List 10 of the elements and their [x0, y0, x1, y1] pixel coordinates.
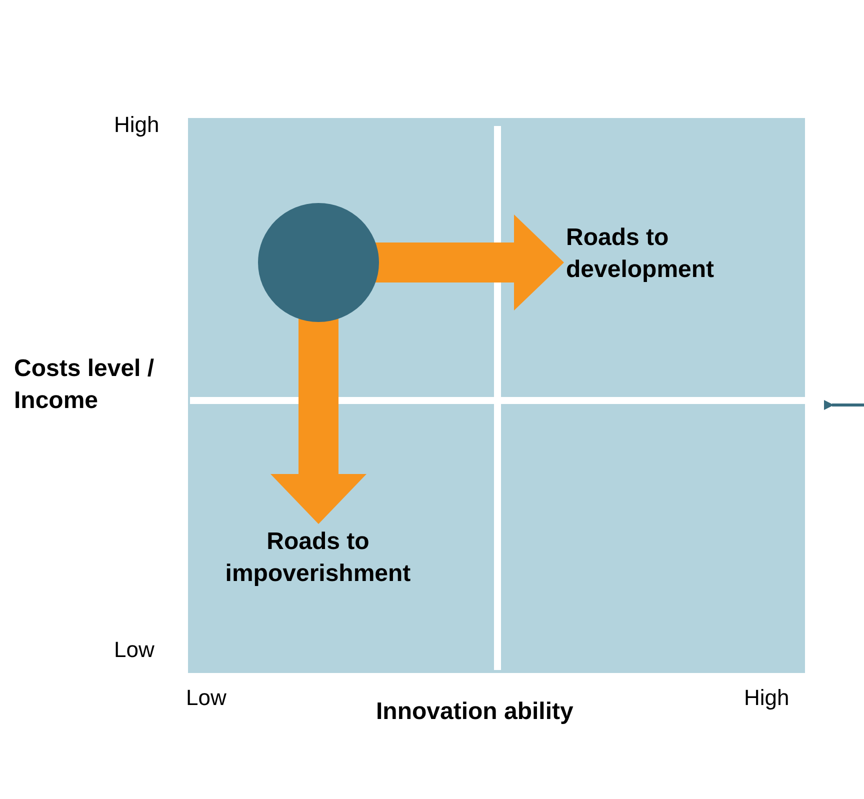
arrow [270, 316, 366, 524]
axis-title: Innovation ability [376, 697, 574, 727]
axis-tick-label: High [744, 685, 790, 711]
axis-title: Costs level / Income [14, 354, 156, 416]
axis-tick-label: Low [114, 637, 154, 663]
axis-tick-label: Low [186, 685, 226, 711]
axis-tick-label: High [114, 112, 160, 138]
arrow-target-label: Roads to impoverishment [196, 526, 440, 590]
arrow-target-label: Roads to development [566, 222, 776, 286]
arrow [373, 214, 564, 310]
